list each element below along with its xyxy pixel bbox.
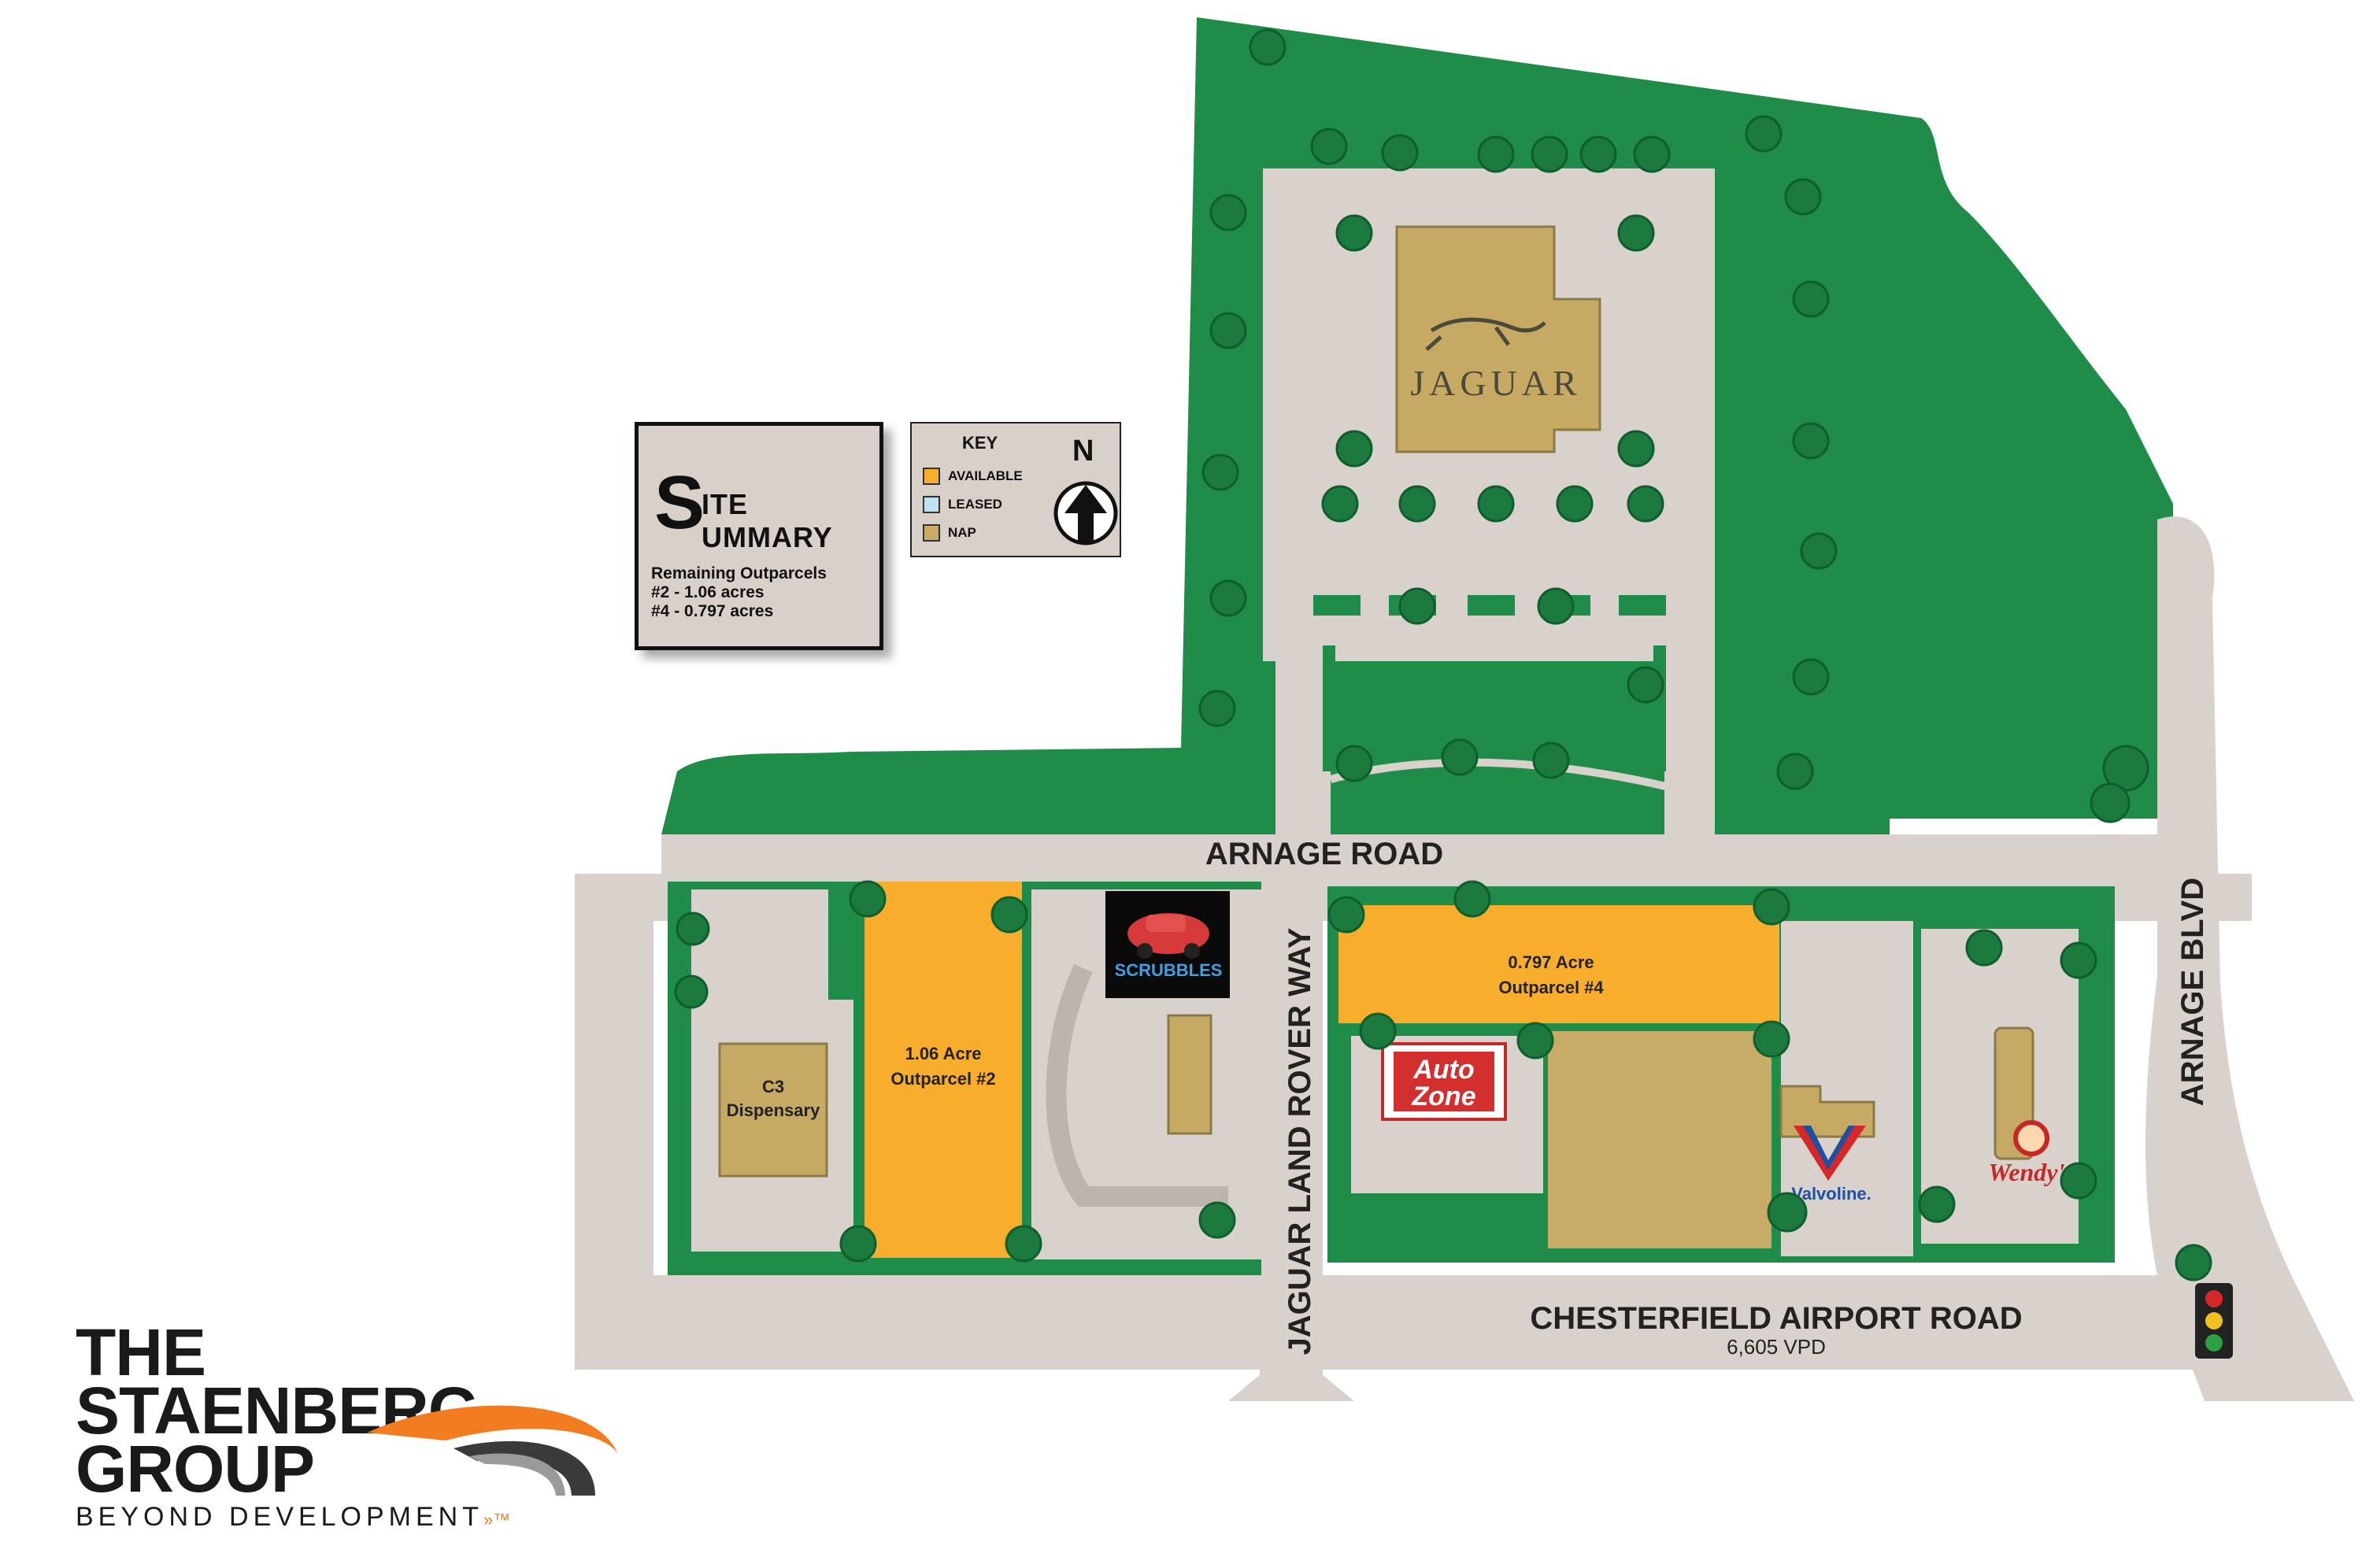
north-label: N [1072,435,1094,468]
valvoline-building [1779,1085,1875,1138]
valvoline-wordmark: Valvoline. [1791,1184,1871,1204]
logo-line-the: THE [76,1315,206,1389]
site-summary-line-2: #4 - 0.797 acres [651,602,774,620]
jaguar-land-rover-way-road [1260,889,1323,1393]
wendys-girl-icon [2013,1120,2049,1156]
scrubbles-wordmark: SCRUBBLES [1115,960,1223,980]
jaguar-drive-east [1664,645,1715,834]
arnage-blvd-road [2145,516,2354,1402]
jaguar-drive-inner-east [1653,645,1666,771]
logo-line-group: GROUP [76,1432,315,1506]
logo-swoosh [367,1405,619,1496]
north-arrow-icon [1053,481,1118,545]
autozone-logo-bg [1394,1052,1494,1111]
site-summary-box: S ITE UMMARY Remaining Outparcels #2 - 1… [635,422,883,650]
outparcel-4-label: Outparcel #4 [1498,978,1604,997]
arnage-road-label: ARNAGE ROAD [1205,837,1443,871]
c3-building [718,1042,828,1178]
outparcel-4[interactable] [1338,905,1779,1023]
map-key: KEY AVAILABLE LEASED NAP N [910,422,1121,557]
logo-tagline-text: BEYOND DEVELOPMENT [76,1502,483,1532]
autozone-wordmark-1: Auto [1412,1055,1474,1085]
autozone-wordmark-2: Zone [1411,1082,1475,1111]
key-label-nap: NAP [948,525,976,540]
jaguar-wordmark: JAGUAR [1410,363,1581,403]
key-label-available: AVAILABLE [948,468,1023,483]
jaguar-drive-west [1275,645,1331,834]
key-label-leased: LEASED [948,497,1002,512]
outparcel-2-label: Outparcel #2 [890,1069,995,1089]
chesterfield-vpd-label: 6,605 VPD [1727,1335,1826,1359]
c3-lot-east-strip [828,1000,853,1252]
key-swatch-available [923,468,940,485]
tree-clusters [674,28,2212,1281]
nap-parcel [1548,1031,1772,1248]
jaguar-land-rover-way-label: JAGUAR LAND ROVER WAY [1283,927,1317,1355]
traffic-light-icon [2195,1283,2233,1359]
outparcel-2[interactable] [864,882,1022,1258]
site-summary-heading: Remaining Outparcels [651,564,827,582]
key-item-leased: LEASED [923,494,1002,515]
site-summary-details: Remaining Outparcels #2 - 1.06 acres #4 … [651,564,827,621]
site-summary-s1: S [654,460,705,545]
site-summary-line-1: #2 - 1.06 acres [651,583,765,601]
key-swatch-nap [923,524,940,542]
logo-tagline: BEYOND DEVELOPMENT»™ [76,1502,510,1533]
scrubbles-loop [1046,963,1228,1207]
scrubbles-car-icon [1127,913,1209,959]
scrubbles-building [1167,1014,1212,1135]
west-road-edge [575,874,653,1315]
key-item-nap: NAP [923,523,976,543]
site-summary-ummary: UMMARY [702,521,833,553]
staenberg-group-logo: THE STAENBERG GROUP BEYOND DEVELOPMENT»™ [76,1319,627,1548]
road-flare-south [1228,1362,1354,1401]
chesterfield-airport-road-label: CHESTERFIELD AIRPORT ROAD [1530,1301,2022,1336]
valvoline-v-icon [1794,1126,1866,1181]
jaguar-building [1395,225,1601,453]
key-title: KEY [962,433,998,453]
east-block-south-strip [1327,1256,2115,1263]
key-swatch-leased [923,496,940,513]
outparcel-4-acres: 0.797 Acre [1508,952,1594,972]
arnage-blvd-label: ARNAGE BLVD [2175,878,2210,1106]
c3-label: C3 [762,1077,784,1096]
jaguar-drive-inner-west [1323,645,1335,771]
outparcel-2-acres: 1.06 Acre [905,1044,981,1063]
key-item-available: AVAILABLE [923,466,1023,486]
jaguar-leaper-icon [1425,317,1546,351]
chesterfield-airport-road [575,1275,2228,1370]
logo-tagline-mark: »™ [483,1510,511,1529]
site-summary-ite: ITE [702,488,749,520]
c3-dispensary-label: Dispensary [727,1100,820,1120]
